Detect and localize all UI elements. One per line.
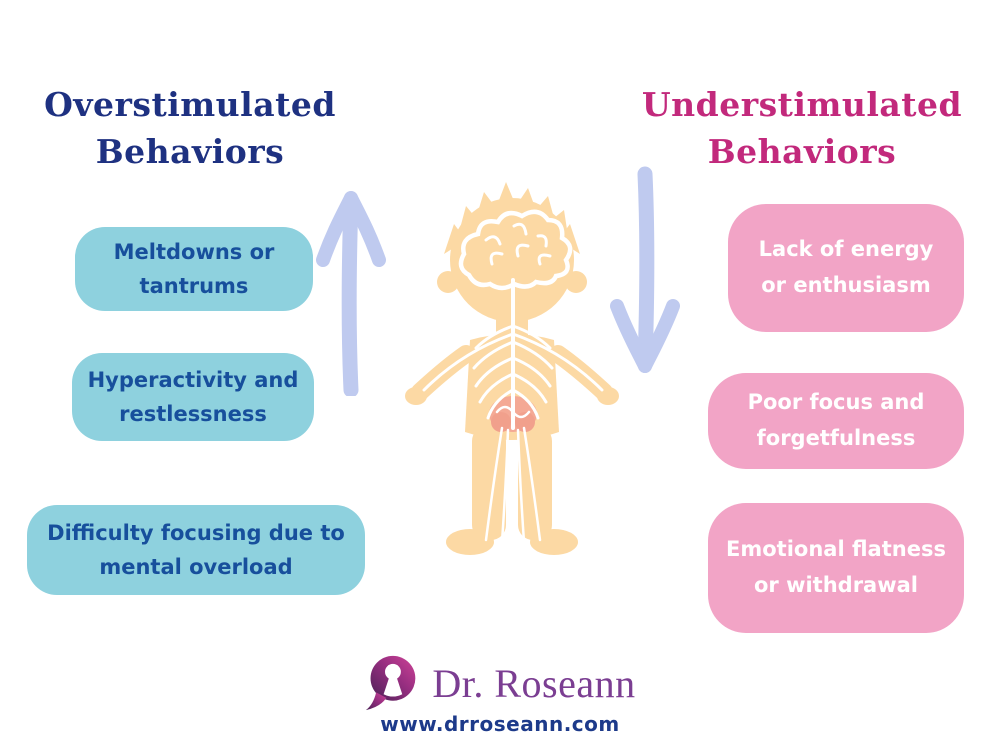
overstimulated-bubble-hyperactivity: Hyperactivity and restlessness [72,353,314,441]
brand-row: Dr. Roseann [0,654,1000,712]
down-arrow-icon [610,166,680,373]
up-arrow-icon [316,191,386,396]
website-text: www.drroseann.com [380,712,620,736]
understimulated-bubble-emotional-flatness: Emotional flatness or withdrawal [708,503,964,633]
understimulated-bubble-lack-of-energy: Lack of energy or enthusiasm [728,204,964,332]
dr-roseann-logo-icon [366,655,416,711]
brand-name: Dr. Roseann [432,660,636,706]
overstimulated-bubble-meltdowns: Meltdowns or tantrums [75,227,313,311]
understimulated-bubble-poor-focus: Poor focus and forgetfulness [708,373,964,469]
understimulated-title: Understimulated Behaviors [641,85,963,171]
overstimulated-bubble-difficulty-focusing: Difficulty focusing due to mental overlo… [27,505,365,595]
child-nervous-system-illustration [405,182,619,555]
overstimulated-title: Overstimulated Behaviors [44,85,336,171]
